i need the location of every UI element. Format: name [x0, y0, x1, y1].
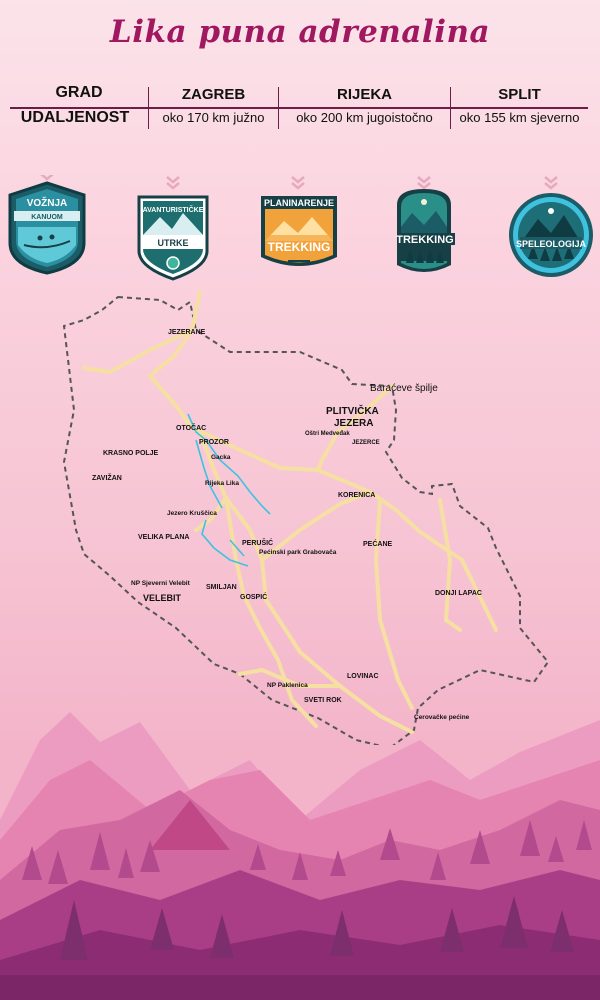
- place-label: JEZERCE: [352, 440, 380, 446]
- place-label: Rijeka Lika: [205, 480, 239, 487]
- city-zagreb: ZAGREB: [181, 86, 246, 103]
- place-label: VELEBIT: [143, 593, 182, 603]
- chevron-down-icon: [40, 167, 54, 181]
- grad-label: GRAD: [55, 84, 103, 101]
- badge-title: SPELEOLOGIJA: [516, 239, 587, 249]
- divider-line: [10, 107, 588, 109]
- place-label: SMILJAN: [206, 584, 237, 591]
- city-rijeka: RIJEKA: [336, 86, 392, 103]
- place-label: LOVINAC: [347, 673, 379, 680]
- place-label: Oštri Medveđak: [305, 431, 350, 437]
- place-label: DONJI LAPAC: [435, 590, 482, 597]
- place-label: Pećinski park Grabovača: [259, 549, 337, 556]
- chevron-down-icon: [166, 176, 180, 190]
- place-label: PEĆANE: [363, 539, 393, 548]
- rivers: [187, 413, 271, 567]
- canoe-badge: VOŽNJA KANUOM: [8, 181, 86, 275]
- column-divider: [278, 87, 279, 129]
- distance-rijeka: oko 200 km jugoistočno: [296, 110, 433, 125]
- udaljenost-label: UDALJENOST: [20, 109, 130, 126]
- chevron-down-icon: [417, 176, 431, 190]
- place-label: JEZERA: [334, 418, 373, 429]
- distance-split: oko 155 km sjeverno: [459, 110, 580, 125]
- badge-title: VOŽNJA: [27, 196, 68, 209]
- activity-badges: VOŽNJA KANUOM AVANTURISTIČKE UTRKE PLANI…: [0, 167, 600, 285]
- place-label: Cerovačke pećine: [414, 714, 470, 721]
- adventure-race-badge: AVANTURISTIČKE UTRKE: [137, 195, 209, 281]
- region-border: [62, 295, 550, 745]
- badge-title: PLANINARENJE: [264, 198, 334, 208]
- mountain-landscape: [0, 712, 600, 1000]
- badge-subtitle: KANUOM: [31, 214, 63, 221]
- place-label: PLITVIČKA: [326, 404, 379, 417]
- forest-front: [60, 896, 574, 960]
- chevron-down-icon: [291, 176, 305, 190]
- place-label: KRASNO POLJE: [103, 450, 159, 457]
- place-label: PROZOR: [199, 439, 229, 446]
- place-label: JEZERANE: [168, 329, 206, 336]
- badge-title: AVANTURISTIČKE: [143, 205, 204, 214]
- trekking-badge: TREKKING: [396, 189, 455, 272]
- badge-title: TREKKING: [396, 234, 453, 246]
- compass-icon: [166, 256, 180, 270]
- page-title: Lika puna adrenalina: [109, 14, 491, 50]
- column-divider: [450, 87, 451, 129]
- place-label: NP Sjeverni Velebit: [131, 580, 191, 587]
- place-label: SVETI ROK: [304, 697, 342, 704]
- place-label: Baraćeve špilje: [370, 383, 438, 394]
- place-label: OTOČAC: [176, 423, 206, 432]
- hiking-badge: PLANINARENJE TREKKING: [261, 196, 337, 266]
- cave-icon: [548, 208, 554, 214]
- canoe-icon: [23, 240, 71, 249]
- place-label: PERUŠIĆ: [242, 538, 273, 547]
- badge-subtitle: UTRKE: [158, 238, 189, 248]
- forest: [22, 820, 592, 884]
- place-label: KORENICA: [338, 492, 375, 499]
- hiker-icon: [421, 199, 427, 205]
- chevron-down-icon: [544, 176, 558, 190]
- badge-subtitle: TREKKING: [268, 240, 331, 254]
- city-split: SPLIT: [498, 86, 541, 103]
- place-label: NP Paklenica: [267, 682, 308, 689]
- place-label: VELIKA PLANA: [138, 534, 189, 541]
- place-label: ZAVIŽAN: [92, 473, 122, 482]
- speleology-badge: SPELEOLOGIJA: [509, 193, 593, 277]
- region-map: JEZERANE Baraćeve špilje PLITVIČKA JEZER…: [62, 290, 550, 745]
- place-label: Jezero Kruščica: [167, 510, 217, 517]
- distance-zagreb: oko 170 km južno: [162, 110, 265, 125]
- place-label: Gacka: [211, 454, 231, 461]
- distance-table: GRAD UDALJENOST ZAGREB oko 170 km južno …: [10, 83, 588, 133]
- column-divider: [148, 87, 149, 129]
- place-label: GOSPIĆ: [240, 592, 267, 601]
- roads: [82, 290, 498, 734]
